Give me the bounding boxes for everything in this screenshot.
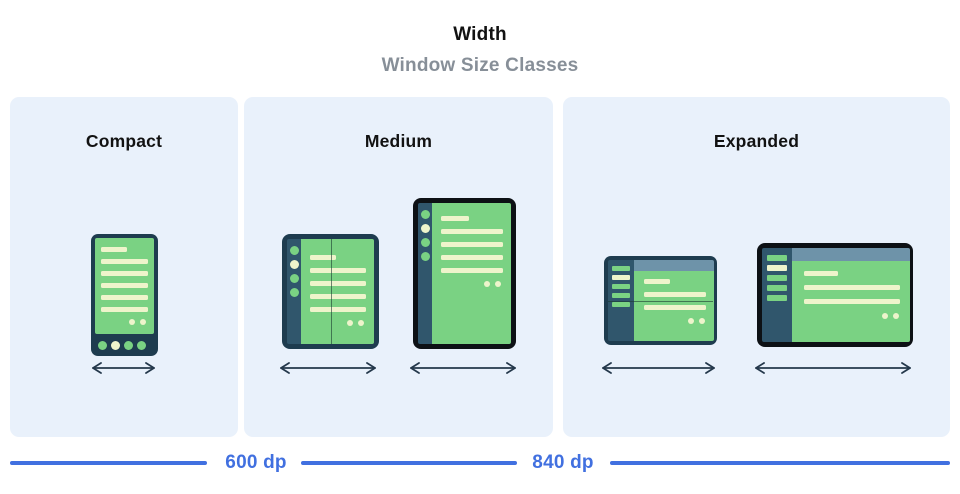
nav-dot-icon [137, 340, 146, 350]
content-line [101, 247, 127, 252]
panel-compact: Compact [10, 97, 238, 437]
content-line [101, 259, 148, 264]
diagram-header: Width Window Size Classes [0, 24, 960, 77]
content-line [804, 299, 900, 304]
sidebar-item-bar [767, 265, 787, 271]
diagram-title: Width [453, 24, 507, 45]
nav-rail [418, 203, 432, 344]
content-line [101, 271, 148, 276]
width-arrow-foldable-landscape [600, 361, 717, 375]
rail-dot-icon [420, 210, 430, 219]
nav-rail [287, 239, 301, 344]
content-line [310, 268, 366, 273]
dot-icon [495, 281, 501, 287]
dot-icon [347, 320, 353, 326]
ruler-line-segment [301, 461, 517, 465]
sidebar-item-bar [612, 293, 630, 298]
device-main-pane [792, 248, 910, 342]
nav-dot-icon [111, 340, 120, 350]
nav-dot-icon [124, 340, 133, 350]
dot-icon [484, 281, 490, 287]
diagram-subtitle: Window Size Classes [381, 55, 579, 76]
device-screen [634, 271, 714, 341]
device-screen [432, 203, 511, 344]
breakpoint-label-600dp: 600 dp [225, 452, 287, 473]
content-line [101, 307, 148, 312]
content-line [101, 295, 148, 300]
action-dots [441, 281, 503, 287]
breakpoint-label-840dp: 840 dp [532, 452, 594, 473]
action-dots [101, 319, 148, 325]
content-line [441, 255, 503, 260]
content-line [804, 271, 838, 276]
panel-expanded: Expanded [563, 97, 950, 437]
content-line [644, 305, 706, 310]
sidebar-item-bar [767, 295, 787, 301]
content-line [644, 292, 706, 297]
content-line [441, 268, 503, 273]
top-app-bar [634, 260, 714, 271]
device-screen [301, 239, 374, 344]
width-arrow-phone [90, 361, 157, 375]
rail-dot-icon [289, 274, 299, 283]
content-line [101, 283, 148, 288]
ruler-line-segment [10, 461, 207, 465]
sidebar-item-bar [612, 284, 630, 289]
width-arrow-laptop [753, 361, 913, 375]
action-dots [310, 320, 366, 326]
foldable-portrait-device [282, 234, 379, 349]
sidebar-item-bar [767, 255, 787, 261]
rail-dot-icon [289, 260, 299, 269]
width-arrow-tablet [408, 361, 518, 375]
top-app-bar [792, 248, 910, 261]
rail-dot-icon [289, 246, 299, 255]
dot-icon [688, 318, 694, 324]
action-dots [644, 318, 706, 324]
phone-device [91, 234, 158, 356]
dot-icon [699, 318, 705, 324]
dot-icon [893, 313, 899, 319]
action-dots [804, 313, 900, 319]
panel-expanded-title: Expanded [713, 131, 800, 151]
device-screen [792, 261, 910, 342]
content-line [441, 242, 503, 247]
content-line [310, 294, 366, 299]
content-line [804, 285, 900, 290]
content-line [310, 255, 336, 260]
fold-hinge-line [608, 300, 713, 302]
tablet-device [413, 198, 516, 349]
rail-dot-icon [420, 252, 430, 261]
panel-medium: Medium [244, 97, 553, 437]
width-arrow-foldable [278, 361, 378, 375]
content-line [441, 216, 469, 221]
sidebar-item-bar [767, 285, 787, 291]
dot-icon [140, 319, 146, 325]
foldable-landscape-device [604, 256, 717, 345]
dot-icon [129, 319, 135, 325]
panel-compact-title: Compact [85, 131, 163, 151]
laptop-device [757, 243, 913, 347]
dot-icon [358, 320, 364, 326]
sidebar-item-bar [612, 266, 630, 271]
rail-dot-icon [420, 238, 430, 247]
rail-dot-icon [420, 224, 430, 233]
rail-dot-icon [289, 288, 299, 297]
content-line [441, 229, 503, 234]
fold-hinge-line [330, 239, 332, 344]
phone-nav-bar [95, 334, 154, 356]
content-line [310, 307, 366, 312]
sidebar-item-bar [612, 302, 630, 307]
content-line [310, 281, 366, 286]
device-main-pane [634, 260, 714, 341]
ruler-line-segment [610, 461, 950, 465]
panel-medium-title: Medium [364, 131, 433, 151]
sidebar-item-bar [767, 275, 787, 281]
sidebar-item-bar [612, 275, 630, 280]
content-line [644, 279, 670, 284]
phone-screen [95, 238, 154, 334]
dot-icon [882, 313, 888, 319]
nav-dot-icon [98, 340, 107, 350]
sidebar [762, 248, 792, 342]
